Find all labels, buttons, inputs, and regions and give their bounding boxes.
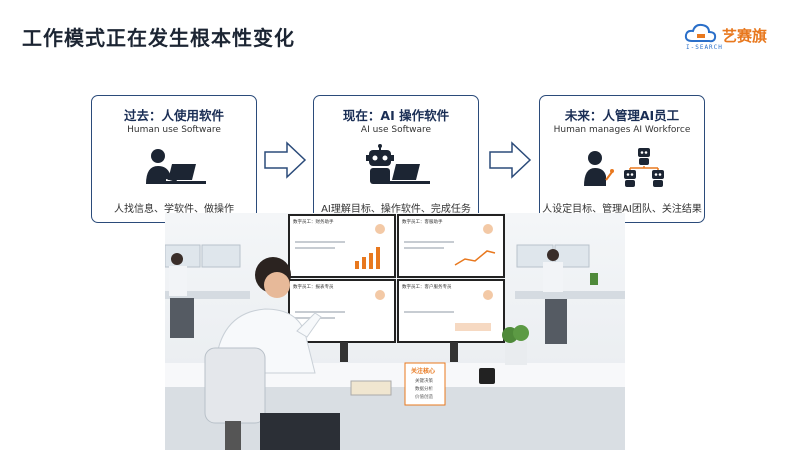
robot-laptop-icon bbox=[366, 144, 430, 184]
card-present-title: 现在：AI 操作软件 bbox=[342, 108, 450, 123]
person-laptop-icon bbox=[146, 149, 206, 184]
screen-title: 数字员工：客服助手 bbox=[402, 218, 443, 225]
card-past-subtitle: Human use Software bbox=[127, 125, 221, 135]
card-future: 未来：人管理AI员工 Human manages AI Workforce 人设… bbox=[539, 95, 705, 223]
card-future-title: 未来：人管理AI员工 bbox=[564, 108, 680, 123]
office-scene-illustration: 数字员工：财务助手 数字员工：客服助手 数字员工：报表专员 数字员工：客户服务专… bbox=[165, 213, 625, 450]
note-item: 数据分析 bbox=[415, 385, 433, 392]
card-past: 过去：人使用软件 Human use Software 人找信息、学软件、做操作 bbox=[91, 95, 257, 223]
card-present: 现在：AI 操作软件 AI use Software AI理解目标、操作软件、完… bbox=[313, 95, 479, 223]
logo-sub-text: I-SEARCH bbox=[686, 44, 723, 51]
card-past-title: 过去：人使用软件 bbox=[123, 108, 224, 123]
card-present-subtitle: AI use Software bbox=[360, 125, 432, 135]
page-title: 工作模式正在发生根本性变化 bbox=[22, 26, 295, 50]
card-present-desc: AI理解目标、操作软件、完成任务 bbox=[321, 204, 471, 215]
note-title: 关注核心 bbox=[411, 367, 435, 375]
company-logo: 艺赛旗 I-SEARCH bbox=[684, 22, 784, 52]
screen-title: 数字员工：财务助手 bbox=[293, 218, 334, 225]
screen-title: 数字员工：客户服务专员 bbox=[402, 283, 452, 290]
logo-brand-text: 艺赛旗 bbox=[722, 27, 768, 45]
note-item: 价值创造 bbox=[415, 393, 433, 400]
card-past-desc: 人找信息、学软件、做操作 bbox=[114, 204, 234, 215]
cloud-logo-icon bbox=[684, 23, 717, 43]
arrow-right-icon bbox=[264, 141, 307, 179]
card-future-subtitle: Human manages AI Workforce bbox=[553, 125, 691, 135]
screen-title: 数字员工：报表专员 bbox=[293, 283, 334, 290]
manager-robots-icon bbox=[584, 148, 664, 187]
note-item: 关键决策 bbox=[415, 377, 433, 384]
card-future-desc: 人设定目标、管理AI团队、关注结果 bbox=[542, 204, 702, 215]
arrow-right-icon bbox=[489, 141, 532, 179]
monitor-grid bbox=[288, 214, 505, 362]
